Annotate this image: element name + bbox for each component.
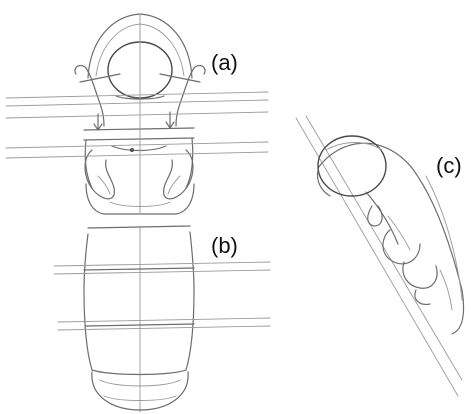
panel-a-infant-top-view (6, 14, 268, 214)
label-c: (c) (436, 153, 462, 178)
label-b: (b) (211, 233, 238, 258)
label-a: (a) (211, 50, 238, 75)
